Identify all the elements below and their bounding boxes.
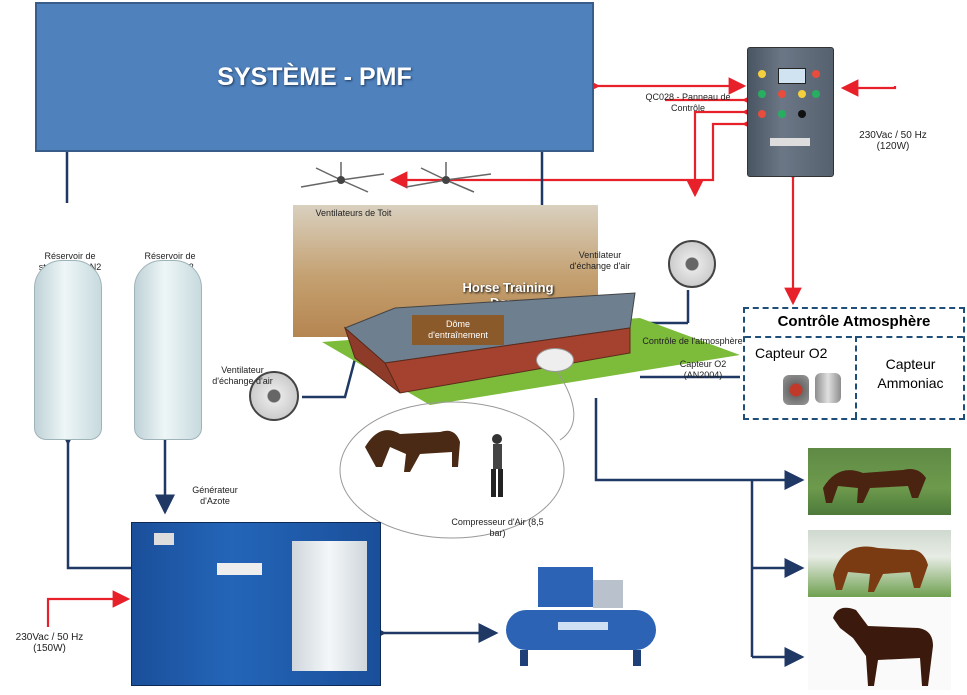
exchange-fan-top-icon — [668, 240, 716, 288]
nitrogen-generator-image — [131, 522, 381, 686]
panel-lamp — [758, 110, 766, 118]
n2-system-tank-image — [134, 260, 202, 440]
ammonia-sensor-title: Capteur Ammoniac — [877, 356, 944, 391]
generator-label: Générateur d'Azote — [192, 485, 238, 506]
panel-lamp — [798, 90, 806, 98]
power-label-bottom: 230Vac / 50 Hz (150W) — [15, 632, 84, 654]
power-label-top: 230Vac / 50 Hz (120W) — [859, 130, 927, 152]
power-input-generator — [46, 590, 131, 627]
o2-sensor-icon — [783, 375, 809, 405]
racing-horse-photo-2 — [808, 530, 951, 597]
panel-lamp — [778, 90, 786, 98]
o2-sensor-title: Capteur O2 — [755, 345, 828, 361]
dome-label: Dôme d'entraînement — [412, 315, 504, 345]
compressor-label: Compresseur d'Air (8,5 bar) — [451, 517, 544, 538]
horse-standing-photo — [808, 598, 951, 690]
o2-sensor-icon — [815, 373, 841, 403]
roof-fans-label: Ventilateurs de Toit — [315, 208, 392, 218]
panel-nameplate — [770, 138, 810, 146]
n2-storage-tank-image — [34, 260, 102, 440]
panel-lamp — [778, 110, 786, 118]
exchange-fan-left-label: Ventilateur d'échange d'air — [212, 365, 273, 386]
panel-lamp — [758, 90, 766, 98]
panel-lamp — [758, 70, 766, 78]
air-compressor-image — [506, 567, 656, 666]
exchange-fan-left-icon — [249, 371, 299, 421]
panel-lamp — [812, 70, 820, 78]
lunging-horse-image — [365, 430, 503, 497]
atmosphere-control-box: Contrôle Atmosphère Capteur O2 Capteur A… — [743, 307, 965, 420]
atmo-control-label: Contrôle de l'atmosphère — [642, 336, 743, 346]
system-title: SYSTÈME - PMF — [217, 62, 412, 91]
panel-label: QC028 - Panneau de Contrôle — [645, 92, 731, 113]
panel-display — [778, 68, 806, 84]
atmosphere-title: Contrôle Atmosphère — [777, 313, 931, 330]
racing-horses-photo-1 — [808, 448, 951, 515]
panel-lamp — [798, 110, 806, 118]
horse-badge — [536, 348, 574, 372]
exchange-fan-top-label: Ventilateur d'échange d'air — [569, 250, 631, 271]
control-panel-image — [747, 47, 834, 177]
ceiling-fans-image — [300, 162, 492, 193]
panel-lamp — [812, 90, 820, 98]
system-title-box: SYSTÈME - PMF — [35, 2, 594, 152]
o2-sensor-label: Capteur O2 (AN2004) — [679, 359, 727, 380]
